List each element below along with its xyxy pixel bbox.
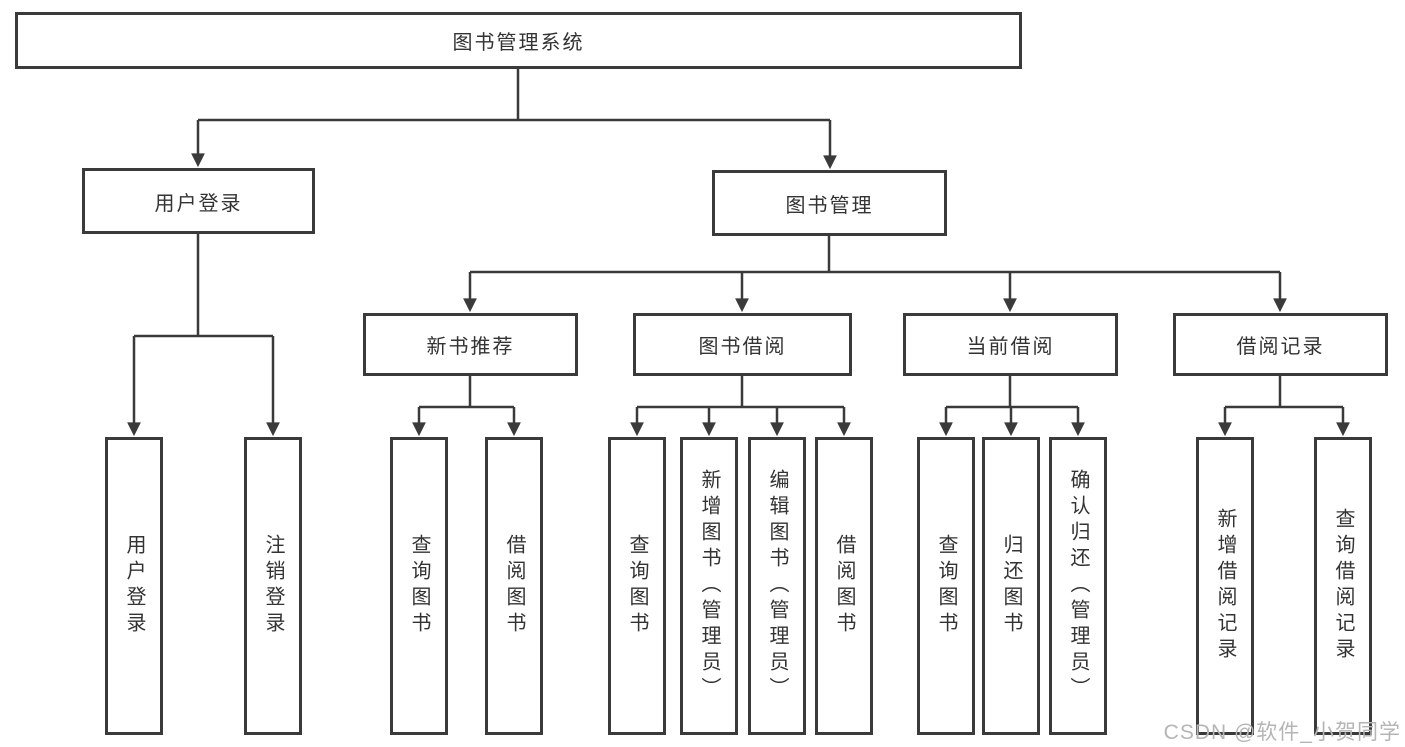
node-book-borrow: 图书借阅 [633,313,852,376]
leaf-record-query-borrow-record-label: 查询借阅记录 [1332,508,1354,664]
node-book-management-label: 图书管理 [785,194,874,217]
node-current-borrow: 当前借阅 [903,313,1118,376]
leaf-recommend-query-book-label: 查询图书 [408,534,430,638]
node-user-login: 用户登录 [82,168,315,234]
leaf-current-return-book-label: 归还图书 [1000,534,1022,638]
leaf-user-login: 用户登录 [105,437,163,735]
leaf-borrow-borrow-book-label: 借阅图书 [833,534,855,638]
node-book-management: 图书管理 [712,170,947,236]
leaf-current-query-book: 查询图书 [917,437,975,735]
leaf-current-return-book: 归还图书 [982,437,1040,735]
leaf-logout-label: 注销登录 [262,534,284,638]
leaf-borrow-query-book-label: 查询图书 [626,534,648,638]
node-borrow-record-label: 借阅记录 [1236,336,1325,358]
leaf-current-query-book-label: 查询图书 [935,534,957,638]
node-new-book-recommend: 新书推荐 [363,313,578,376]
node-book-borrow-label: 图书借阅 [698,336,787,358]
node-borrow-record: 借阅记录 [1173,313,1388,376]
node-new-book-recommend-label: 新书推荐 [426,336,515,358]
node-root-label: 图书管理系统 [452,32,585,54]
leaf-record-add-borrow-record-label: 新增借阅记录 [1214,508,1236,664]
node-user-login-label: 用户登录 [154,192,243,215]
leaf-record-add-borrow-record: 新增借阅记录 [1196,437,1254,735]
node-current-borrow-label: 当前借阅 [966,336,1055,358]
leaf-logout: 注销登录 [244,437,302,735]
leaf-borrow-add-book-admin-label: 新增图书（管理员） [698,469,720,703]
leaf-user-login-label: 用户登录 [123,534,145,638]
leaf-recommend-borrow-book: 借阅图书 [485,437,543,735]
node-root: 图书管理系统 [15,12,1022,69]
leaf-current-confirm-return-admin: 确认归还（管理员） [1049,437,1107,735]
leaf-borrow-add-book-admin: 新增图书（管理员） [680,437,738,735]
leaf-borrow-borrow-book: 借阅图书 [815,437,873,735]
leaf-borrow-edit-book-admin: 编辑图书（管理员） [748,437,806,735]
leaf-recommend-query-book: 查询图书 [390,437,448,735]
leaf-borrow-edit-book-admin-label: 编辑图书（管理员） [766,469,788,703]
leaf-record-query-borrow-record: 查询借阅记录 [1314,437,1372,735]
leaf-current-confirm-return-admin-label: 确认归还（管理员） [1067,469,1089,703]
leaf-recommend-borrow-book-label: 借阅图书 [503,534,525,638]
leaf-borrow-query-book: 查询图书 [608,437,666,735]
